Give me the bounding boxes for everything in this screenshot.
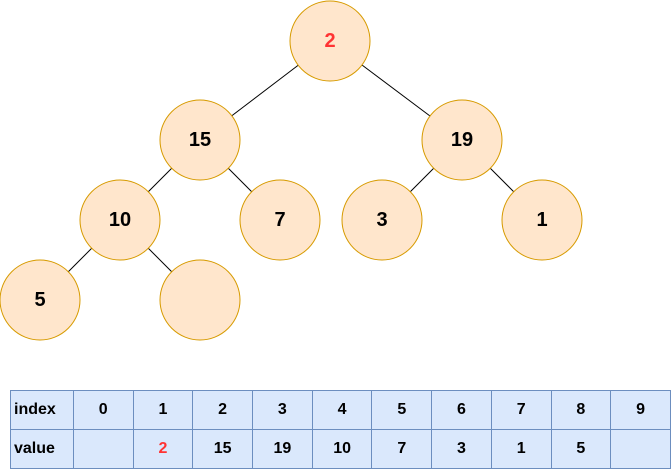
tree-edge-n2-n5 (227, 167, 253, 193)
tree-node-circle (0, 259, 81, 341)
tree-node-n1: 2 (289, 0, 371, 82)
tree-edges (67, 64, 515, 273)
heap-array-table: index 0 1 2 3 4 5 6 7 8 9 value 2 15 19 … (10, 390, 671, 469)
tree-node-circle (289, 0, 371, 82)
index-cell-7: 7 (490, 390, 552, 430)
index-cell-6: 6 (431, 390, 492, 430)
tree-node-label: 7 (274, 209, 285, 231)
value-cell-0 (72, 429, 134, 469)
tree-node-n3: 19 (421, 99, 503, 181)
tree-node-n8: 5 (0, 259, 81, 341)
index-row: index 0 1 2 3 4 5 6 7 8 9 (10, 390, 671, 430)
index-cell-5: 5 (371, 390, 433, 430)
value-cell-9 (610, 429, 671, 469)
tree-node-n4: 10 (79, 179, 161, 261)
tree-node-label: 2 (324, 30, 335, 52)
tree-edge-n1-n3 (361, 64, 431, 117)
tree-node-label: 15 (189, 129, 211, 151)
tree-node-circle (341, 179, 423, 261)
value-cell-7: 1 (490, 429, 552, 469)
value-cell-4: 10 (311, 429, 373, 469)
index-cell-0: 0 (72, 390, 134, 430)
tree-node-n6: 3 (341, 179, 423, 261)
tree-edge-n3-n6 (409, 167, 435, 193)
tree-node-label: 5 (34, 289, 45, 311)
value-cell-8: 5 (550, 429, 612, 469)
value-row: value 2 15 19 10 7 3 1 5 (10, 429, 671, 469)
tree-node-circle (159, 259, 241, 341)
value-cell-3: 19 (252, 429, 313, 469)
index-cell-1: 1 (132, 390, 194, 430)
tree-edge-n3-n7 (489, 167, 515, 193)
tree-node-label: 10 (109, 209, 131, 231)
tree-edge-n1-n2 (231, 64, 299, 117)
value-cell-6: 3 (431, 429, 492, 469)
tree-node-label: 1 (536, 209, 547, 231)
tree-node-n5: 7 (239, 179, 321, 261)
tree-node-label: 3 (376, 209, 387, 231)
tree-node-circle (501, 179, 583, 261)
tree-node-circle (421, 99, 503, 181)
index-cell-8: 8 (550, 390, 612, 430)
value-cell-2: 15 (192, 429, 253, 469)
index-cell-9: 9 (610, 390, 671, 430)
tree-node-n2: 15 (159, 99, 241, 181)
tree-node-label: 19 (451, 129, 473, 151)
tree-edge-n2-n4 (147, 167, 173, 193)
tree-node-n9 (159, 259, 241, 341)
tree-node-circle (79, 179, 161, 261)
value-cell-1: 2 (132, 429, 194, 469)
tree-edge-n4-n9 (147, 247, 173, 273)
value-cell-5: 7 (371, 429, 433, 469)
tree-node-circle (159, 99, 241, 181)
index-cell-3: 3 (252, 390, 313, 430)
index-cell-4: 4 (311, 390, 373, 430)
index-cell-2: 2 (192, 390, 253, 430)
index-row-header: index (10, 390, 74, 430)
tree-node-n7: 1 (501, 179, 583, 261)
tree-edge-n4-n8 (67, 247, 93, 273)
value-row-header: value (10, 429, 74, 469)
tree-node-circle (239, 179, 321, 261)
